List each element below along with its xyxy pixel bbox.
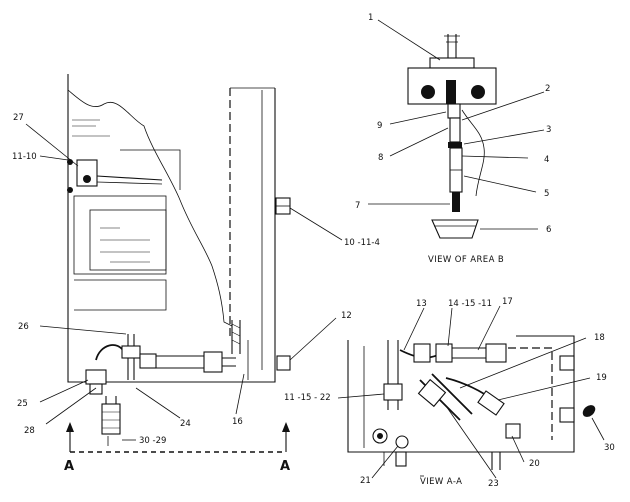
main-view [66, 74, 291, 453]
callout-21: 21 [360, 476, 371, 486]
callout-1: 1 [368, 13, 373, 23]
section-marker-a-left: A [64, 459, 74, 474]
callout-6: 6 [546, 225, 551, 235]
callout-2: 2 [545, 84, 550, 94]
view-area-b [407, 34, 497, 239]
callout-13: 13 [416, 299, 427, 309]
leader-lines [25, 19, 605, 479]
view-a-a [347, 335, 596, 477]
callout-9: 9 [377, 121, 382, 131]
callout-7: 7 [355, 201, 360, 211]
callout-26: 26 [18, 322, 29, 332]
caption-view-a-a: VIEW A-A [420, 477, 462, 487]
callout-30-29: 30 -29 [139, 436, 166, 446]
callout-3: 3 [546, 125, 551, 135]
callout-20: 20 [529, 459, 540, 469]
callout-10-11-4: 10 -11-4 [344, 238, 380, 248]
section-marker-a-right: A [280, 459, 290, 474]
caption-view-area-b: VIEW OF AREA B [428, 255, 504, 265]
callout-14-15-11: 14 -15 -11 [448, 299, 492, 309]
callout-17: 17 [502, 297, 513, 307]
callout-28: 28 [24, 426, 35, 436]
callout-25: 25 [17, 399, 28, 409]
callout-23: 23 [488, 479, 499, 489]
callout-5: 5 [544, 189, 549, 199]
callout-30-right: 30 [604, 443, 615, 453]
callout-12: 12 [341, 311, 352, 321]
callout-24: 24 [180, 419, 191, 429]
callout-4: 4 [544, 155, 549, 165]
callout-labels: 1 2 3 4 5 6 7 8 9 10 -11-4 11-10 27 26 2… [12, 13, 615, 489]
callout-27: 27 [13, 113, 24, 123]
callout-16: 16 [232, 417, 243, 427]
callout-11-15-22: 11 -15 - 22 [284, 393, 331, 403]
callout-19: 19 [596, 373, 607, 383]
callout-11-10: 11-10 [12, 152, 37, 162]
callout-8: 8 [378, 153, 383, 163]
callout-18: 18 [594, 333, 605, 343]
